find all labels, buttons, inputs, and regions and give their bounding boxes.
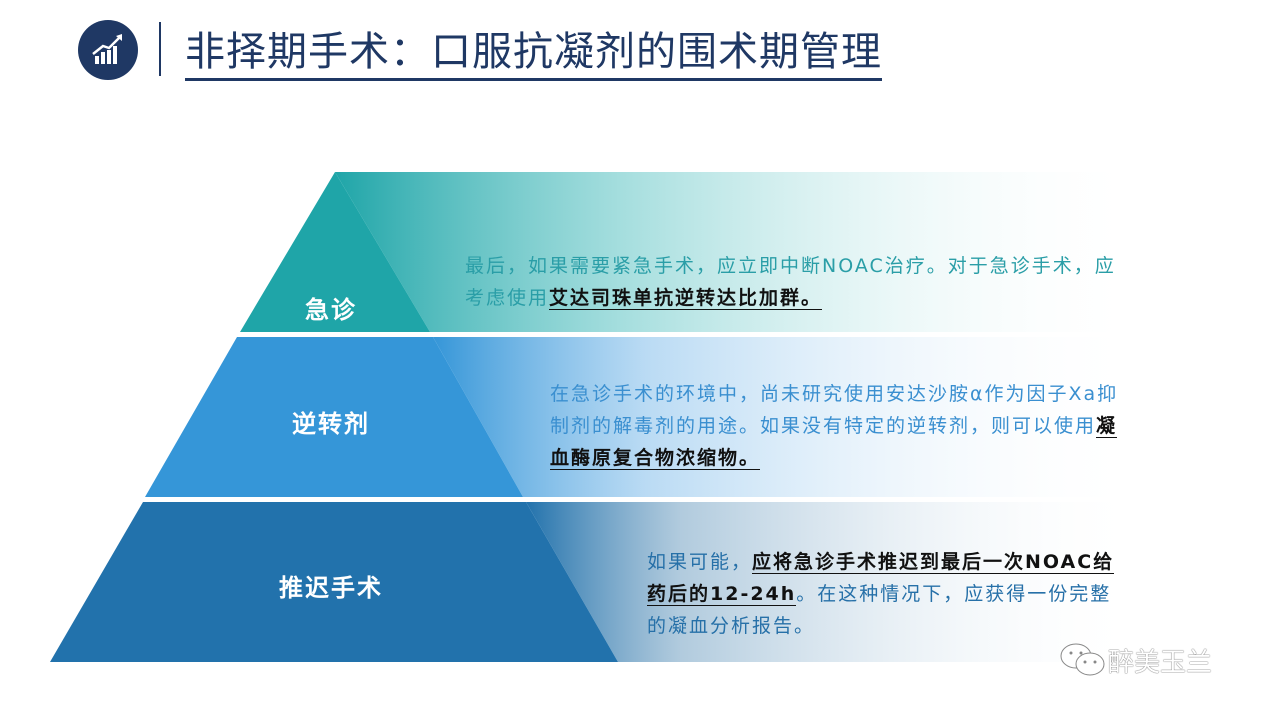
tier-desc-reversal: 在急诊手术的环境中，尚未研究使用安达沙胺α作为因子Xa抑制剂的解毒剂的用途。如果… <box>550 383 1119 470</box>
watermark: 醉美玉兰 <box>1058 640 1212 680</box>
tier-reversal <box>145 337 523 497</box>
tier-label-delay: 推迟手术 <box>279 574 383 602</box>
logo-icon <box>78 20 138 80</box>
tier-label-emergency: 急诊 <box>305 296 357 324</box>
tier-desc-emergency: 最后，如果需要紧急手术，应立即中断NOAC治疗。对于急诊手术，应考虑使用艾达司珠… <box>465 255 1116 310</box>
watermark-text: 醉美玉兰 <box>1108 647 1213 678</box>
tier-emergency <box>240 172 430 332</box>
tier-desc-delay: 如果可能，应将急诊手术推迟到最后一次NOAC给药后的12-24h。在这种情况下，… <box>647 551 1115 637</box>
title-divider <box>159 22 161 76</box>
wechat-icon <box>1060 643 1105 676</box>
tier-band-delay <box>526 502 1140 662</box>
tier-band-emergency <box>335 172 1140 332</box>
tier-delay <box>50 502 618 662</box>
tier-label-reversal: 逆转剂 <box>292 410 370 438</box>
tier-band-reversal <box>433 337 1140 497</box>
page-title: 非择期手术：口服抗凝剂的围术期管理 <box>185 26 882 81</box>
